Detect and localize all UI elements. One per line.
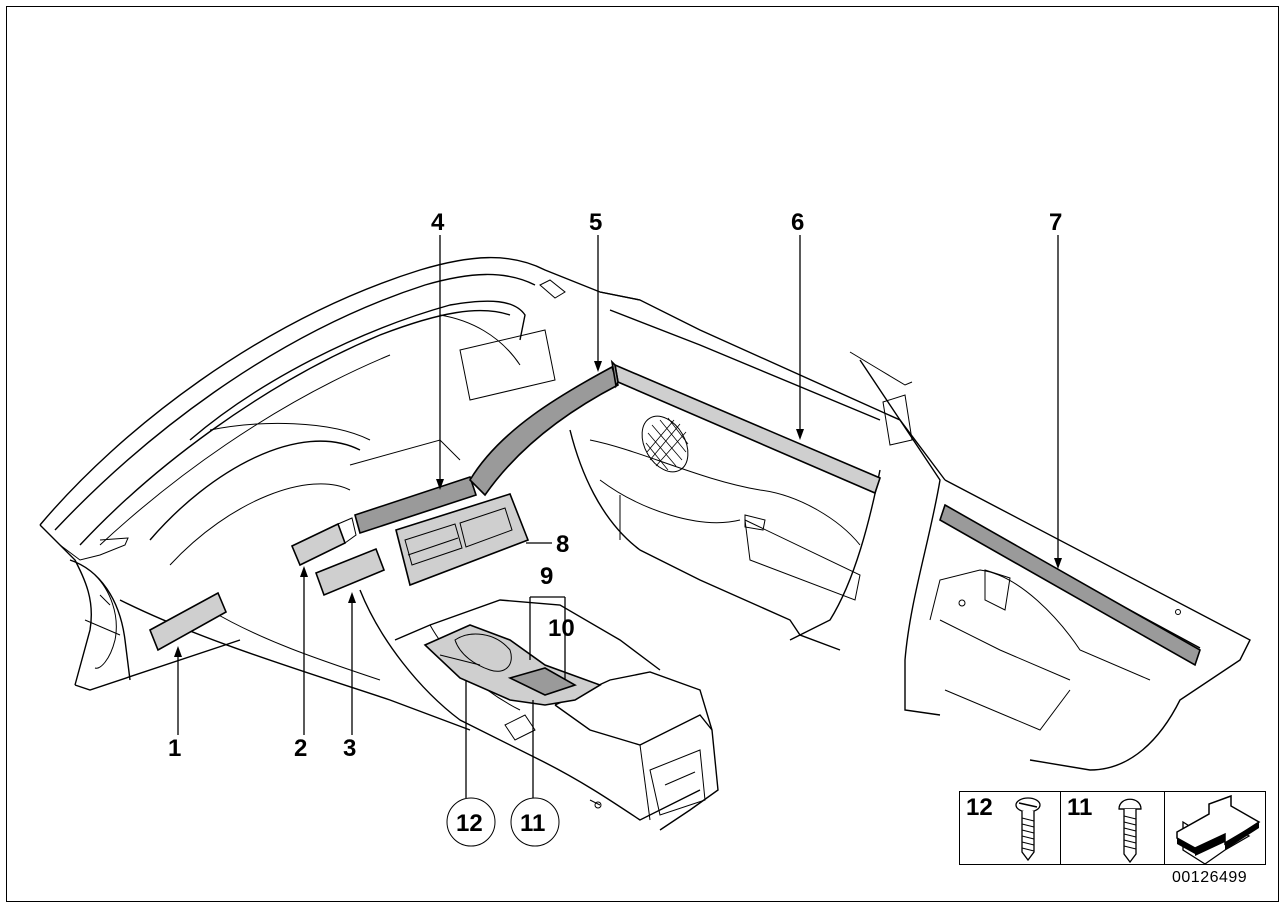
- callout-12-circle: [446, 797, 496, 847]
- callout-11-circle: [510, 797, 560, 847]
- trim-part-2: [290, 522, 347, 567]
- trim-part-4: [354, 475, 478, 535]
- trim-part-5: [468, 365, 619, 497]
- trim-part-7: [939, 503, 1201, 667]
- callout-4: 4: [431, 209, 445, 236]
- legend-direction: [1165, 792, 1265, 865]
- trim-part-3: [314, 547, 386, 597]
- leader-lines: [174, 235, 1062, 798]
- center-console: [359, 589, 719, 831]
- callout-7: 7: [1049, 209, 1062, 236]
- callout-3: 3: [343, 735, 356, 762]
- callout-11: 11: [520, 810, 545, 837]
- dashboard: [39, 256, 641, 731]
- diagram-number: 00126499: [1172, 869, 1248, 886]
- legend-number-11: 11: [1067, 794, 1093, 821]
- trim-part-6: [613, 363, 881, 495]
- legend-screw-12: 12: [960, 792, 1061, 864]
- trim-part-1: [148, 591, 228, 652]
- trim-part-8: [395, 493, 530, 587]
- legend-screw-11: 11: [1061, 792, 1165, 864]
- callout-10: 10: [548, 615, 575, 642]
- callout-6: 6: [791, 209, 804, 236]
- front-door-panel: [569, 291, 946, 716]
- callout-5: 5: [589, 209, 602, 236]
- diagram-frame: [6, 6, 1279, 902]
- callout-12: 12: [456, 810, 483, 837]
- legend-number-12: 12: [966, 794, 993, 821]
- flat-head-screw-icon: [1015, 797, 1041, 862]
- callout-9: 9: [540, 563, 553, 590]
- callout-1: 1: [168, 735, 181, 762]
- parts-legend: 12 11: [959, 791, 1266, 865]
- callout-2: 2: [294, 735, 307, 762]
- direction-arrow-icon: [1176, 794, 1261, 865]
- callout-8: 8: [556, 531, 569, 558]
- pan-head-screw-icon: [1118, 798, 1142, 864]
